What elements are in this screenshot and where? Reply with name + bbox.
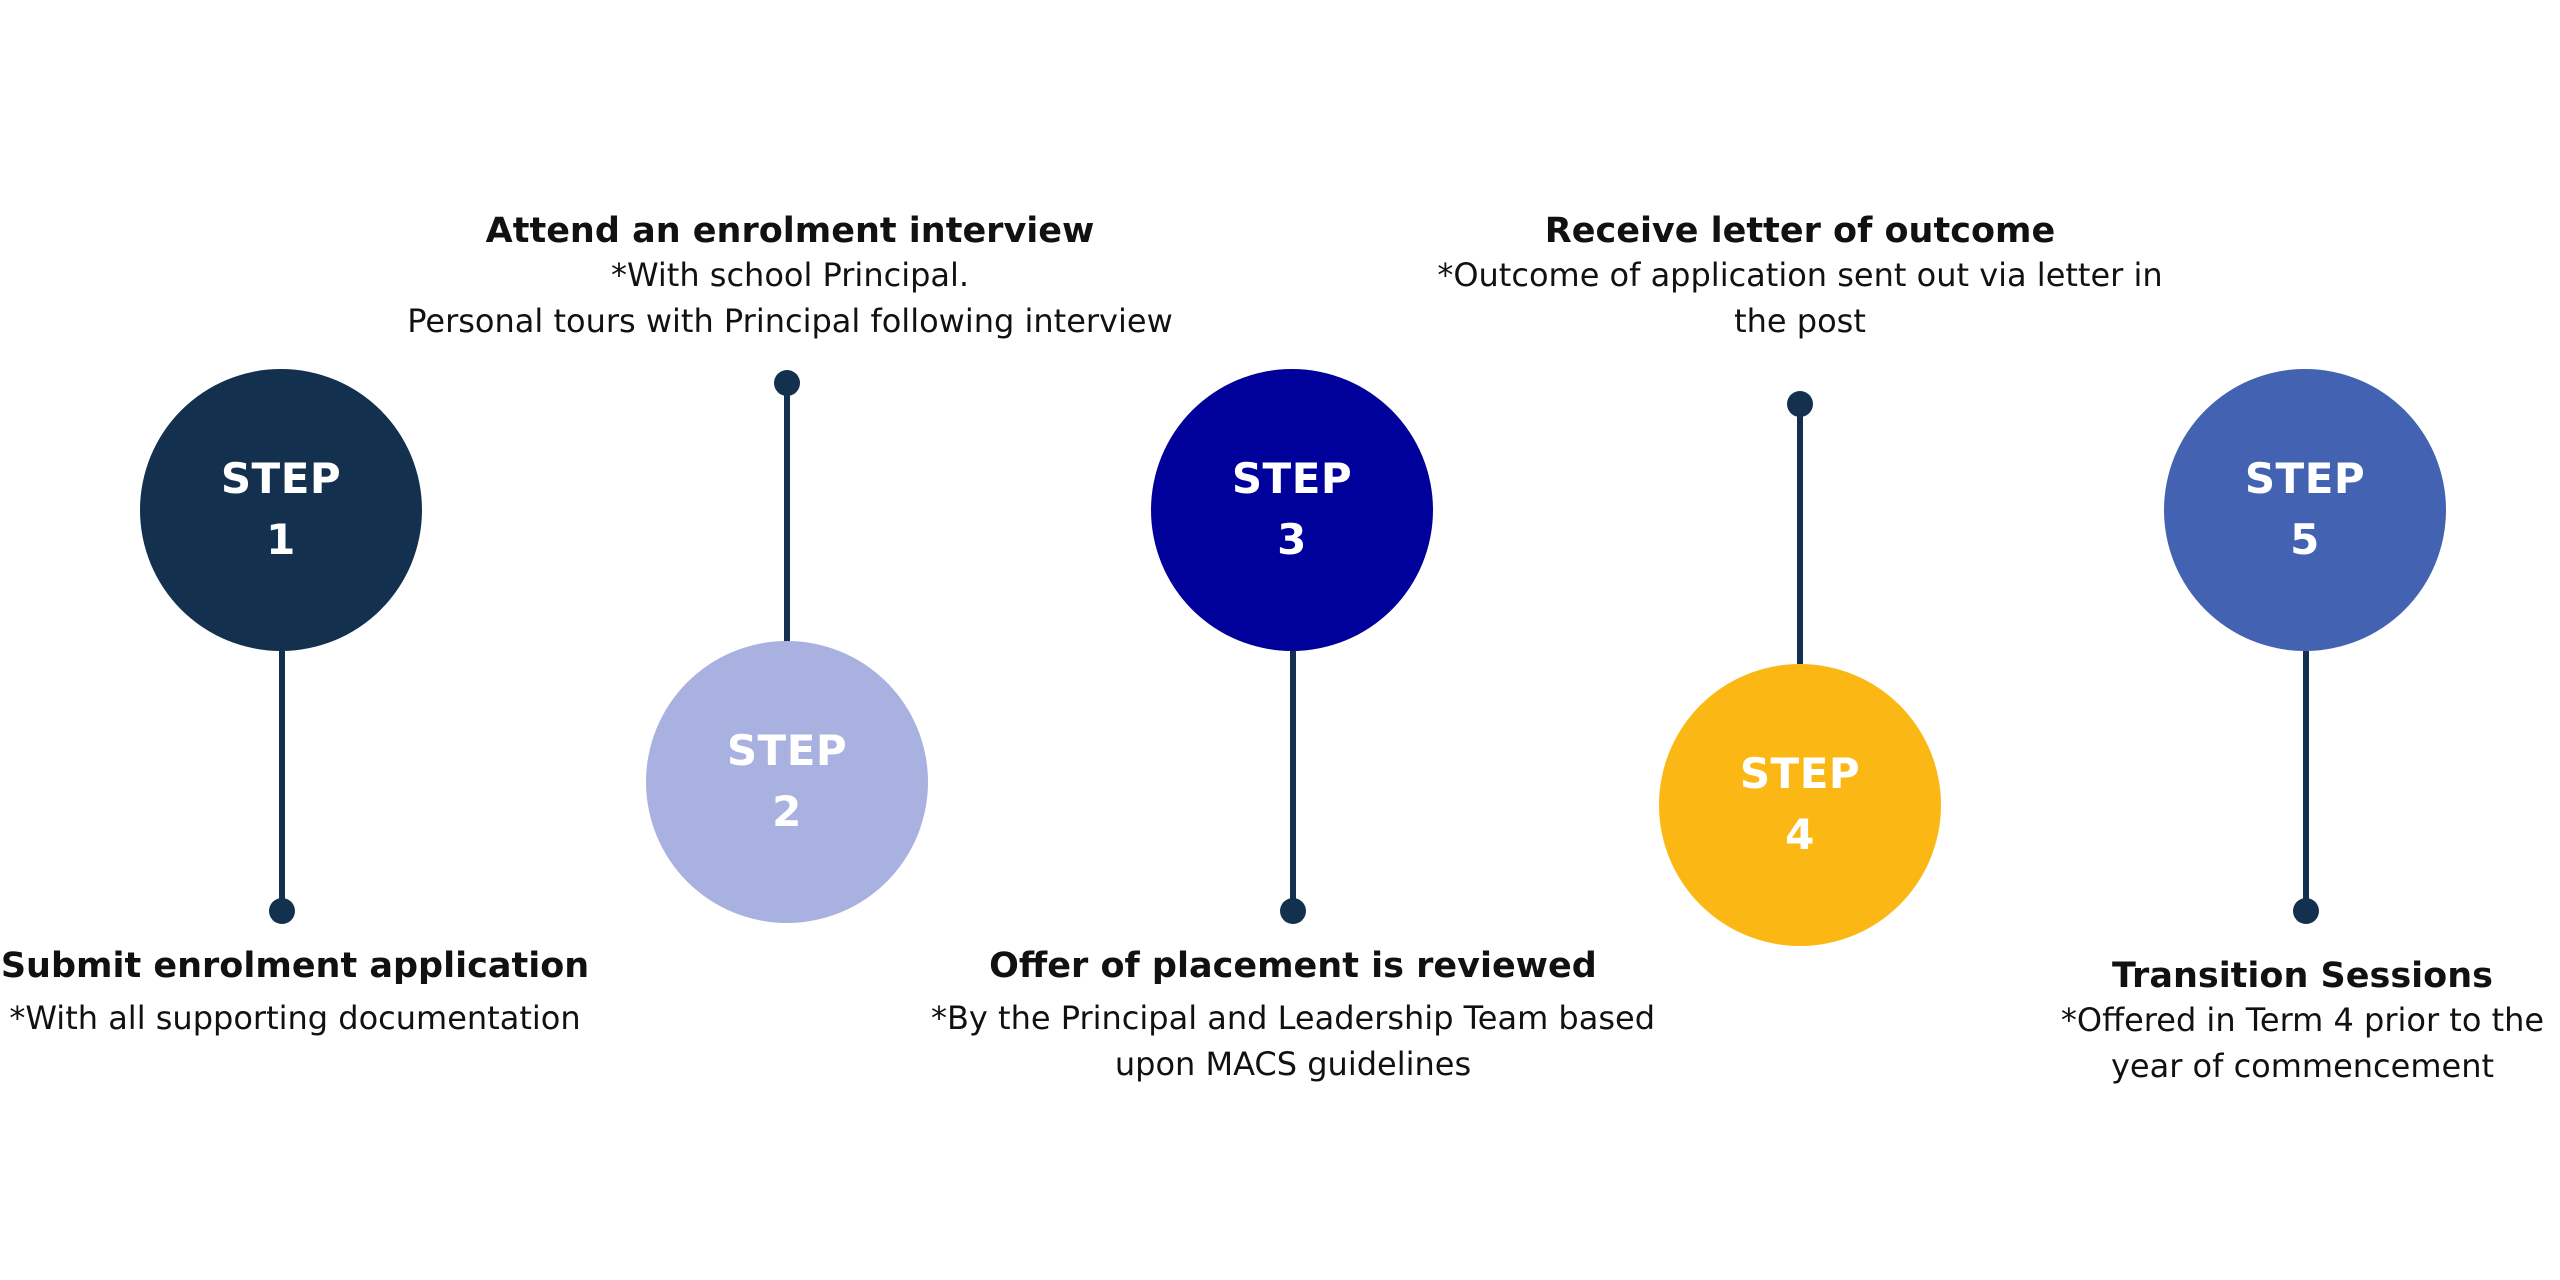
step-4-title: Receive letter of outcome — [1544, 211, 2056, 251]
step-3-label-block: Offer of placement is reviewed *By the P… — [880, 945, 1706, 1088]
step-5-label-block: Transition Sessions *Offered in Term 4 p… — [2045, 955, 2560, 1090]
step-1-connector — [279, 651, 285, 909]
step-5-label: STEP — [2244, 454, 2366, 504]
step-3-dot — [1280, 898, 1306, 924]
step-3-title: Offer of placement is reviewed — [989, 946, 1597, 986]
step-3-label: STEP — [1231, 454, 1353, 504]
step-2-connector — [784, 383, 790, 643]
step-1-label-block: Submit enrolment application *With all s… — [0, 945, 590, 1041]
step-5-title: Transition Sessions — [2112, 956, 2493, 996]
step-5-number: 5 — [2290, 515, 2320, 564]
step-5-dot — [2293, 898, 2319, 924]
step-5-note-line-1: *Offered in Term 4 prior to the — [2060, 1001, 2545, 1039]
step-3-note-line-1: *By the Principal and Leadership Team ba… — [930, 999, 1656, 1037]
step-2-number: 2 — [772, 787, 802, 836]
step-3-note-line-2: upon MACS guidelines — [1114, 1045, 1472, 1084]
step-4-note-line-2: the post — [1734, 302, 1866, 341]
step-3-connector — [1290, 651, 1296, 909]
step-4-number: 4 — [1785, 810, 1815, 859]
step-1-note: *With all supporting documentation — [9, 999, 581, 1037]
step-2-circle: STEP 2 — [646, 641, 928, 923]
step-5-circle: STEP 5 — [2164, 369, 2446, 651]
step-2-title: Attend an enrolment interview — [485, 211, 1095, 251]
step-2-label: STEP — [726, 726, 848, 776]
step-3-number: 3 — [1277, 515, 1307, 564]
step-4-note-line-1: *Outcome of application sent out via let… — [1437, 256, 2163, 294]
step-4-connector — [1797, 404, 1803, 664]
step-1-label: STEP — [220, 454, 342, 504]
step-1-circle: STEP 1 — [140, 369, 422, 651]
step-3-circle: STEP 3 — [1151, 369, 1433, 651]
step-2-label-block: Attend an enrolment interview *With scho… — [385, 210, 1195, 345]
step-2-note-line-1: *With school Principal. — [610, 256, 970, 294]
step-5-note-line-2: year of commencement — [2110, 1047, 2495, 1086]
step-4-label: STEP — [1739, 749, 1861, 799]
step-1-title: Submit enrolment application — [0, 946, 590, 986]
step-2-note-line-2: Personal tours with Principal following … — [407, 302, 1173, 341]
step-1-number: 1 — [266, 515, 296, 564]
step-4-label-block: Receive letter of outcome *Outcome of ap… — [1400, 210, 2200, 345]
step-5-connector — [2303, 651, 2309, 909]
step-1-dot — [269, 898, 295, 924]
step-4-circle: STEP 4 — [1659, 664, 1941, 946]
